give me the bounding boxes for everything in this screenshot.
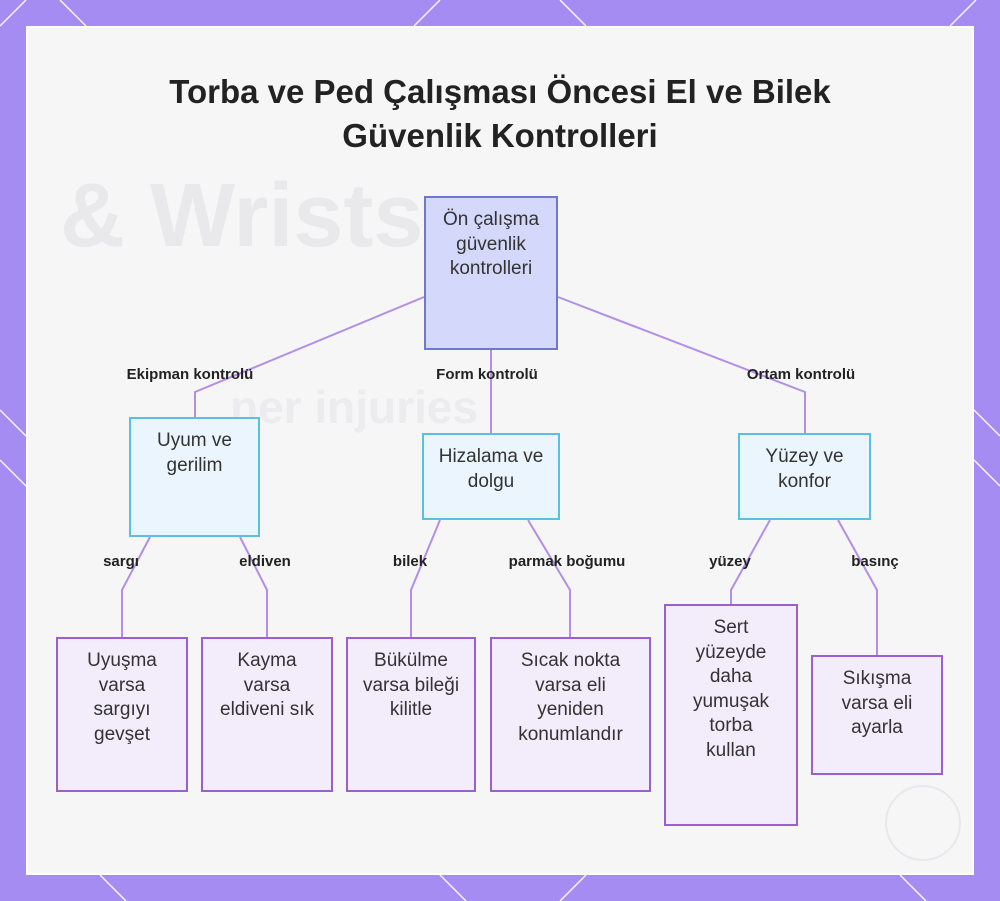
edge-label-pressure: basınç [851,553,899,570]
node-loosen-text: Uyuşma varsa sargıyı gevşet [72,649,172,747]
node-reposition-text: Sıcak nokta varsa eli yeniden konumlandı… [506,649,635,747]
edge-label-equipment: Ekipman kontrolü [127,366,254,383]
node-root: Ön çalışma güvenlik kontrolleri [424,196,558,350]
seal-watermark [885,785,961,861]
edge-align-lockwrist [411,520,440,637]
node-surface-text: Yüzey ve konfor [752,445,857,494]
node-fit-text: Uyum ve gerilim [143,429,246,478]
edge-label-wrist: bilek [393,553,427,570]
edge-align-reposition [528,520,570,637]
edge-fit-loosen [122,537,150,637]
edge-root-surface [558,297,805,433]
node-softbag-text: Sert yüzeyde daha yumuşak torba kullan [686,616,776,763]
node-loosen: Uyuşma varsa sargıyı gevşet [56,637,188,792]
node-align-text: Hizalama ve dolgu [434,445,548,494]
edge-fit-tighten [240,537,267,637]
edge-label-knuckle: parmak boğumu [509,553,626,570]
edge-label-environment: Ortam kontrolü [747,366,855,383]
node-fit: Uyum ve gerilim [129,417,260,537]
node-softbag: Sert yüzeyde daha yumuşak torba kullan [664,604,798,826]
node-tighten: Kayma varsa eldiveni sık [201,637,333,792]
node-adjust-text: Sıkışma varsa eli ayarla [827,667,927,741]
edge-root-fit [195,297,424,417]
node-lockwrist: Bükülme varsa bileği kilitle [346,637,476,792]
node-lockwrist-text: Bükülme varsa bileği kilitle [362,649,460,723]
edge-label-form: Form kontrolü [436,366,538,383]
node-root-text: Ön çalışma güvenlik kontrolleri [434,208,548,282]
node-surface: Yüzey ve konfor [738,433,871,520]
node-align: Hizalama ve dolgu [422,433,560,520]
edge-label-wrap: sargı [103,553,139,570]
node-tighten-text: Kayma varsa eldiveni sık [217,649,317,723]
node-adjust: Sıkışma varsa eli ayarla [811,655,943,775]
edge-label-glove: eldiven [239,553,291,570]
edge-label-surface: yüzey [709,553,751,570]
node-reposition: Sıcak nokta varsa eli yeniden konumlandı… [490,637,651,792]
edge-surface-adjust [838,520,877,655]
